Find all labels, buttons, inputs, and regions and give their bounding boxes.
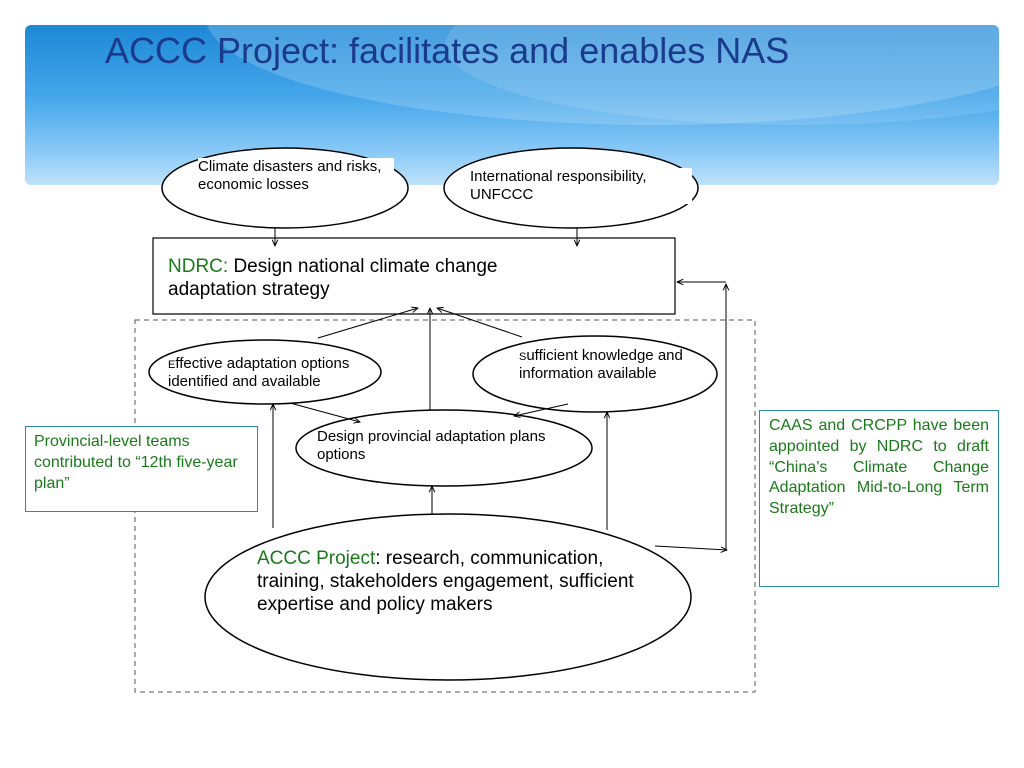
sufficient-knowledge-ellipse: [472, 335, 718, 413]
effective-options-label: Effective adaptation options identified …: [168, 355, 383, 391]
effective-rest: ffective adaptation options identified a…: [168, 355, 350, 390]
arrow-effective-to-ndrc: [317, 308, 418, 339]
arrow-sufficient-to-provincial: [514, 403, 569, 416]
project-scope-dashed-frame: [134, 319, 756, 693]
effective-options-ellipse: [148, 339, 382, 405]
arrow-accc-to-caas: [654, 545, 727, 550]
caas-box: CAAS and CRCPP have been appointed by ND…: [759, 410, 999, 587]
sufficient-rest: ufficient knowledge and information avai…: [519, 347, 683, 382]
climate-disasters-label: Climate disasters and risks, economic lo…: [198, 158, 394, 194]
ndrc-box: [152, 237, 676, 315]
ndrc-prefix: NDRC:: [168, 256, 229, 277]
accc-project-ellipse: [204, 513, 692, 681]
ndrc-label: NDRC: Design national climate change ada…: [168, 256, 578, 302]
provincial-teams-box: Provincial-level teams contributed to “1…: [25, 426, 258, 512]
accc-project-label: ACCC Project: research, communication, t…: [257, 548, 667, 616]
arrow-effective-to-provincial: [289, 402, 360, 422]
arrow-sufficient-to-ndrc: [437, 308, 523, 338]
effective-first-letter: E: [168, 359, 176, 371]
sufficient-knowledge-label: Sufficient knowledge and information ava…: [519, 347, 689, 383]
provincial-teams-text: Provincial-level teams contributed to “1…: [34, 433, 238, 492]
provincial-plans-label: Design provincial adaptation plans optio…: [317, 428, 546, 463]
accc-prefix: ACCC Project: [257, 548, 376, 569]
ndrc-text: Design national climate change adaptatio…: [168, 256, 498, 300]
accc-text: : research, communication, training, sta…: [257, 548, 634, 615]
provincial-plans-ellipse: [295, 409, 593, 487]
international-label: International responsibility, UNFCCC: [470, 168, 692, 204]
title-banner: [25, 25, 999, 185]
caas-text: CAAS and CRCPP have been appointed by ND…: [769, 417, 989, 518]
sufficient-first-letter: S: [519, 351, 527, 363]
slide-title: ACCC Project: facilitates and enables NA…: [105, 30, 790, 71]
